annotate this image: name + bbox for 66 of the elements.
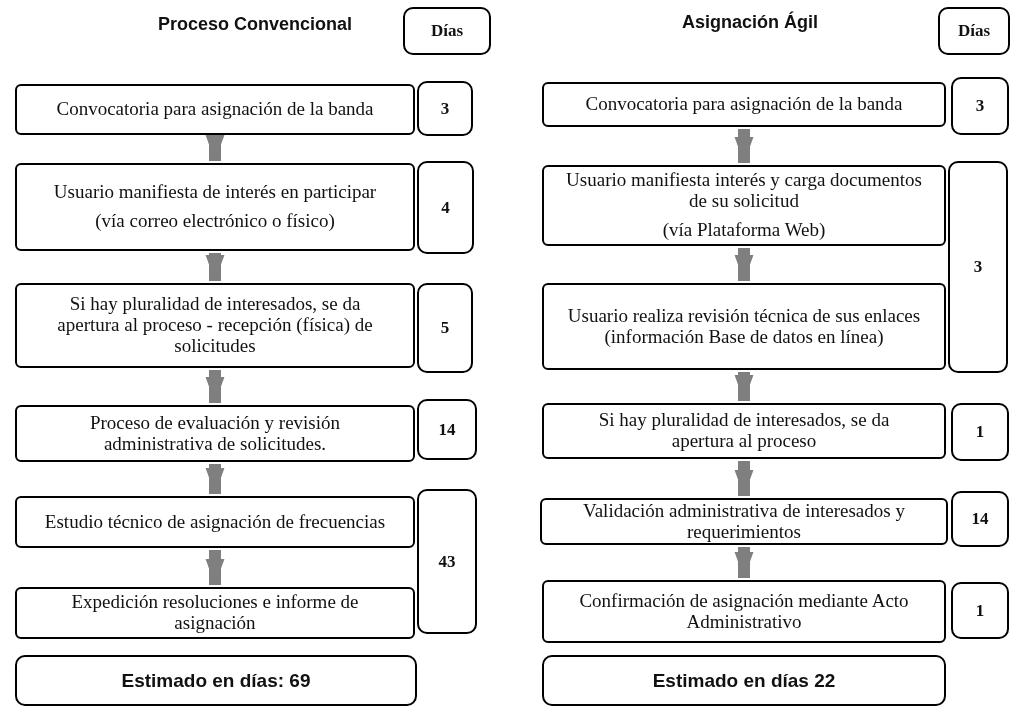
down-arrow: [205, 464, 225, 494]
process-box: [15, 405, 415, 462]
process-box: [15, 587, 415, 639]
step-text: (vía Plataforma Web): [662, 219, 826, 241]
step-text: (vía correo electrónico o físico): [95, 211, 335, 232]
process-box: [15, 496, 415, 548]
down-arrow: [205, 370, 225, 403]
days-value: 14: [438, 419, 456, 440]
step-text: Si hay pluralidad de interesados, se da apertura al proceso: [597, 410, 891, 452]
days-box: [417, 161, 474, 254]
down-arrow: [734, 547, 754, 578]
process-box: [542, 283, 946, 370]
days-value: 14: [971, 509, 989, 529]
step-text: Usuario manifiesta interés y carga documentos de su solicitud: [566, 170, 922, 212]
process-box: [540, 498, 948, 545]
process-box: [542, 403, 946, 459]
total-box: [542, 655, 946, 706]
total-text: Estimado en días 22: [652, 669, 836, 692]
column-header: Días: [957, 21, 991, 41]
step-text: Validación administrativa de interesados y requerimientos: [582, 500, 906, 543]
days-box: [951, 582, 1009, 639]
step-text: Si hay pluralidad de interesados, se da apertura al proceso - recepción (física) de solicitudes: [56, 294, 374, 357]
days-header-box: [403, 7, 491, 55]
process-box: [542, 165, 946, 246]
process-box: [15, 163, 415, 251]
step-text: Convocatoria para asignación de la banda: [56, 99, 374, 120]
column-title: Proceso Convencional: [157, 14, 353, 35]
down-arrow: [205, 550, 225, 585]
days-value: 5: [440, 318, 450, 338]
total-box: [15, 655, 417, 706]
process-box: [542, 580, 946, 643]
column-header: Días: [430, 21, 464, 41]
days-value: 3: [440, 98, 450, 119]
days-value: 3: [975, 96, 985, 116]
days-header-box: [938, 7, 1010, 55]
days-box: [951, 403, 1009, 461]
step-text: Convocatoria para asignación de la banda: [585, 94, 903, 115]
process-box: [15, 84, 415, 135]
days-box: [948, 161, 1008, 373]
days-value: 3: [973, 257, 983, 277]
days-box: [417, 399, 477, 460]
down-arrow: [734, 248, 754, 281]
step-text: Estudio técnico de asignación de frecuencias: [44, 511, 386, 533]
step-text: Proceso de evaluación y revisión administrativa de solicitudes.: [88, 412, 342, 455]
days-value: 43: [438, 551, 456, 572]
days-value: 1: [975, 422, 985, 442]
days-box: [417, 283, 473, 373]
process-box: [542, 82, 946, 127]
days-box: [417, 81, 473, 136]
column-title: Asignación Ágil: [682, 12, 818, 33]
down-arrow: [734, 129, 754, 163]
step-text: Confirmación de asignación mediante Acto Administrativo: [578, 590, 910, 633]
days-value: 1: [975, 600, 985, 621]
down-arrow: [734, 372, 754, 401]
days-box: [951, 77, 1009, 135]
days-box: [417, 489, 477, 634]
step-text: Usuario realiza revisión técnica de sus enlaces (información Base de datos en línea): [566, 305, 922, 348]
step-text: Usuario manifiesta de interés en participar: [53, 182, 377, 203]
down-arrow: [734, 461, 754, 496]
process-box: [15, 283, 415, 368]
step-text: Expedición resoluciones e informe de asignación: [70, 592, 360, 634]
days-value: 4: [441, 197, 450, 218]
down-arrow: [205, 253, 225, 281]
down-arrow: [205, 137, 225, 161]
total-text: Estimado en días: 69: [121, 669, 311, 692]
days-box: [951, 491, 1009, 547]
